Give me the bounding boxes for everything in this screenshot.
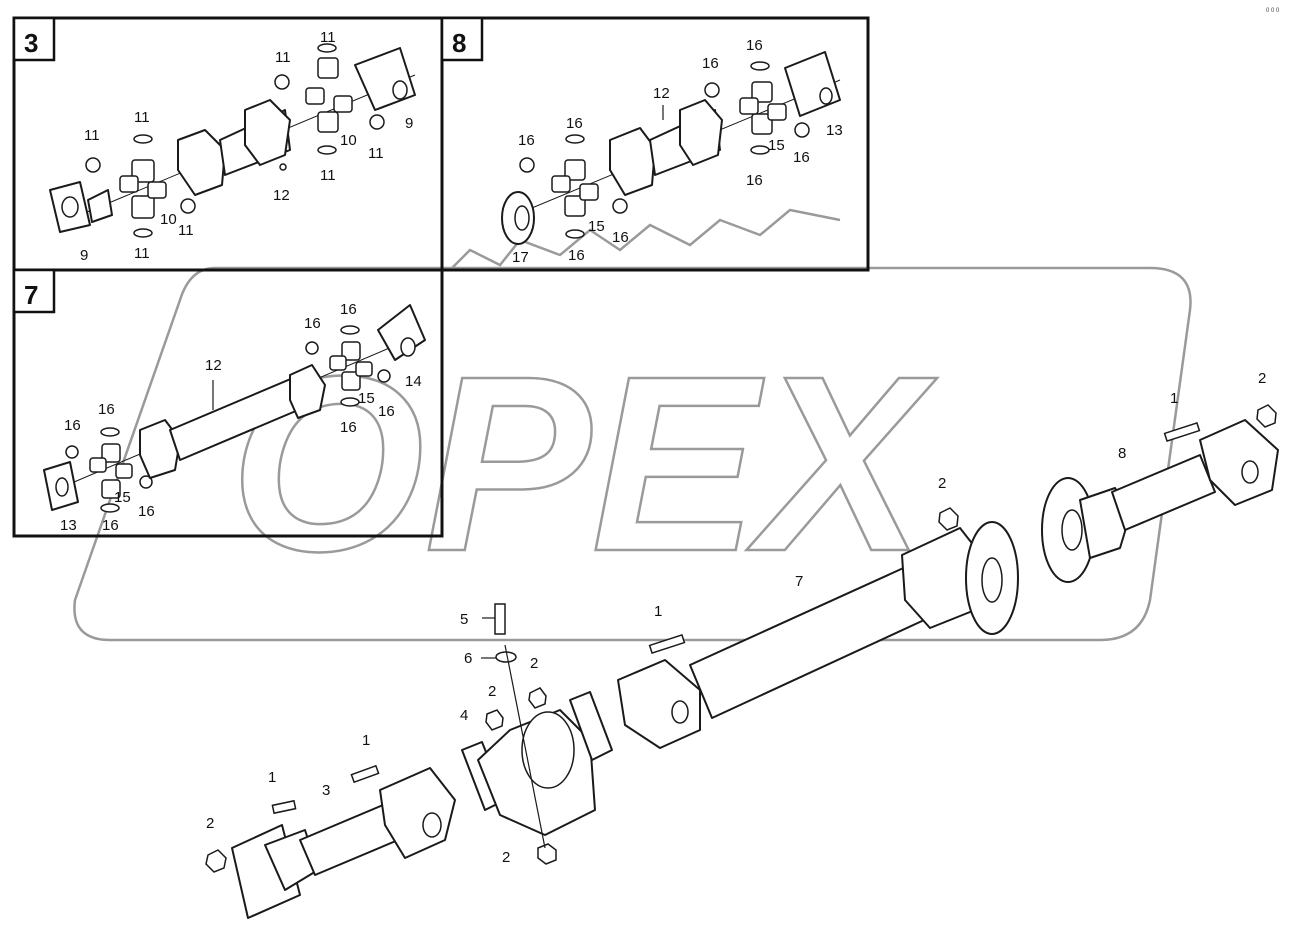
box8-parts [501, 51, 841, 245]
b7-label-16-a: 16 [340, 301, 357, 318]
washer-6 [495, 651, 517, 663]
main-label-1-right: 1 [1170, 390, 1178, 407]
box3-yoke-mid [177, 129, 226, 196]
b7-label-16-f: 16 [340, 419, 357, 436]
b7-label-16-g: 16 [138, 503, 155, 520]
main-label-1-left: 1 [268, 769, 276, 786]
box7-parts [43, 304, 426, 513]
b3-label-11-f: 11 [320, 167, 336, 184]
main-label-8: 8 [1118, 445, 1126, 462]
b7-label-14: 14 [405, 373, 422, 390]
main-label-2-bearing-top: 2 [488, 683, 496, 700]
detail-box-8: 8 [440, 16, 870, 272]
b8-label-16-c: 16 [566, 115, 583, 132]
main-label-2-left: 2 [206, 815, 214, 832]
b7-label-16-h: 16 [102, 517, 119, 534]
box7-labels: 16 16 16 16 16 16 16 16 12 13 14 15 15 [60, 301, 422, 534]
b3-label-11-c: 11 [134, 109, 150, 126]
nut-2-left [205, 849, 227, 873]
nut-2-right [1256, 404, 1277, 428]
shaft-3-yoke-right [379, 767, 456, 859]
b7-label-15-left: 15 [114, 489, 131, 506]
b8-label-16-a: 16 [746, 37, 763, 54]
box-tag-8: 8 [452, 28, 466, 58]
box-tag-7: 7 [24, 280, 38, 310]
opex-watermark: OPEX [73, 208, 1192, 642]
bolt-1-center [648, 633, 686, 655]
box-tag-3: 3 [24, 28, 38, 58]
b8-label-16-d: 16 [518, 132, 535, 149]
main-label-4: 4 [460, 707, 468, 724]
b7-label-16-e: 16 [378, 403, 395, 420]
box3-labels: 11 11 11 11 11 11 11 11 9 9 10 10 12 [80, 29, 413, 264]
b3-label-11-d: 11 [84, 127, 100, 144]
box8-labels: 16 16 16 16 16 16 16 16 12 13 15 15 17 [512, 37, 843, 266]
b8-label-16-g: 16 [612, 229, 629, 246]
nut-2-center [938, 507, 959, 531]
bolt-1-mid [350, 764, 380, 784]
b3-label-11-g: 11 [178, 222, 194, 239]
b8-label-16-b: 16 [702, 55, 719, 72]
b3-label-12: 12 [273, 187, 290, 204]
b3-label-11-b: 11 [275, 49, 291, 66]
b7-label-16-c: 16 [98, 401, 115, 418]
b7-label-13: 13 [60, 517, 77, 534]
main-label-1-center: 1 [654, 603, 662, 620]
main-label-5: 5 [460, 611, 468, 628]
watermark-gear [449, 208, 841, 271]
b8-label-16-e: 16 [793, 149, 810, 166]
box3-flange-right [354, 47, 416, 111]
main-label-6: 6 [464, 650, 472, 667]
main-labels: 1 1 1 1 2 2 2 2 2 2 3 4 5 6 7 8 [206, 370, 1266, 866]
b3-label-9-left: 9 [80, 247, 88, 264]
bolt-5 [494, 603, 506, 635]
shaft-8-tube [1111, 454, 1216, 531]
bolt-1-right [1163, 421, 1201, 443]
watermark-text: OPEX [230, 324, 938, 603]
main-label-2-bearing-mid: 2 [530, 655, 538, 672]
box8-flange-right [784, 51, 841, 117]
corner-code: 0 0 0 [1266, 8, 1280, 14]
nut-2-bearing-top [485, 709, 504, 731]
b8-label-17: 17 [512, 249, 529, 266]
bolt-1-left [271, 799, 297, 815]
b8-label-16-h: 16 [568, 247, 585, 264]
b3-label-11-h: 11 [134, 245, 150, 262]
box3-parts [49, 43, 416, 238]
b8-label-15-right: 15 [768, 137, 785, 154]
nut-2-bearing-mid [528, 687, 547, 709]
main-label-2-right: 2 [1258, 370, 1266, 387]
b7-label-16-d: 16 [64, 417, 81, 434]
watermark-outline [73, 266, 1192, 642]
b8-label-12: 12 [653, 85, 670, 102]
main-label-3: 3 [322, 782, 330, 799]
b8-label-13: 13 [826, 122, 843, 139]
b3-label-11-e: 11 [368, 145, 384, 162]
nut-2-bearing-bottom [537, 843, 557, 865]
b7-label-15-right: 15 [358, 390, 375, 407]
b8-label-16-f: 16 [746, 172, 763, 189]
detail-box-7: 7 [12, 268, 444, 538]
center-bearing-bracket-right [569, 691, 613, 761]
b7-label-16-b: 16 [304, 315, 321, 332]
b3-label-9-right: 9 [405, 115, 413, 132]
b7-label-12: 12 [205, 357, 222, 374]
b3-label-10-left: 10 [160, 211, 177, 228]
b3-label-11-a: 11 [320, 29, 336, 46]
main-label-2-center: 2 [938, 475, 946, 492]
main-label-2-bottom: 2 [502, 849, 510, 866]
main-label-1-mid: 1 [362, 732, 370, 749]
b3-label-10-right: 10 [340, 132, 357, 149]
main-assembly [205, 404, 1279, 919]
shaft-7-yoke-left [617, 659, 701, 749]
main-label-7: 7 [795, 573, 803, 590]
shaft-8-yoke-right [1199, 419, 1279, 506]
b8-label-15-left: 15 [588, 218, 605, 235]
